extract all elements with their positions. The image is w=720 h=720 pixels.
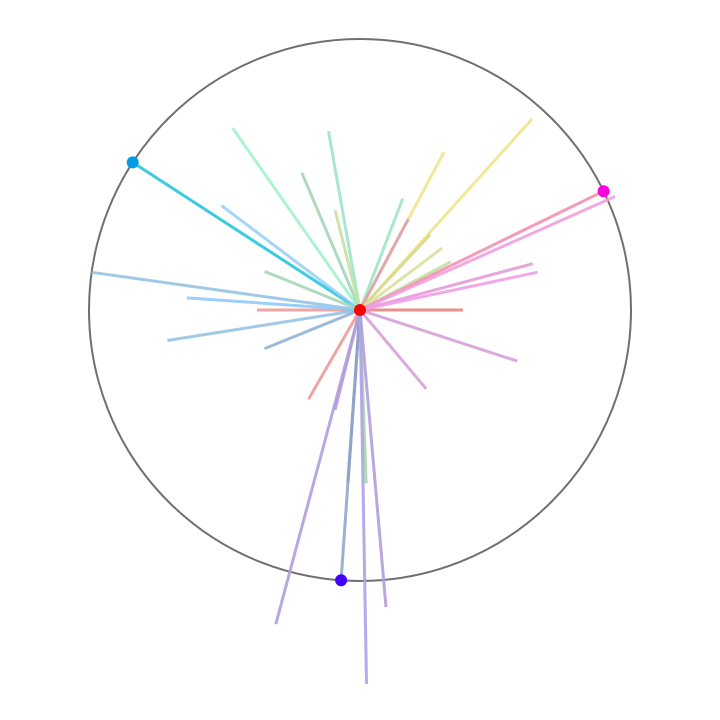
rim-point-3	[335, 574, 348, 587]
rays-group	[91, 117, 616, 684]
center-point	[354, 304, 366, 316]
ray-5	[91, 270, 361, 312]
ray-22	[359, 195, 616, 312]
rim-point-2	[597, 185, 610, 198]
ray-17	[358, 218, 410, 311]
ray-11	[300, 172, 362, 311]
ray-27	[307, 309, 362, 400]
ray-10	[327, 130, 362, 311]
ray-26	[358, 309, 428, 390]
points-group	[126, 156, 610, 587]
ray-33	[274, 309, 362, 625]
ray-14	[358, 198, 405, 311]
ray-4	[220, 204, 361, 312]
ray-8	[263, 308, 361, 350]
ray-21	[359, 189, 605, 312]
ray-24	[359, 270, 538, 312]
ray-6	[186, 296, 361, 312]
ray-23	[359, 262, 534, 312]
ray-32	[358, 309, 388, 608]
ray-18	[358, 233, 432, 312]
ray-3	[131, 161, 361, 312]
ray-34	[358, 309, 368, 684]
ray-12	[263, 270, 361, 312]
ray-19	[359, 246, 444, 312]
rim-point-1	[126, 156, 139, 169]
ray-7	[167, 308, 361, 342]
ray-13	[333, 209, 362, 311]
ray-9	[231, 127, 362, 311]
boundary-circle	[88, 38, 632, 582]
ray-30	[339, 309, 362, 581]
ray-25	[359, 308, 518, 363]
